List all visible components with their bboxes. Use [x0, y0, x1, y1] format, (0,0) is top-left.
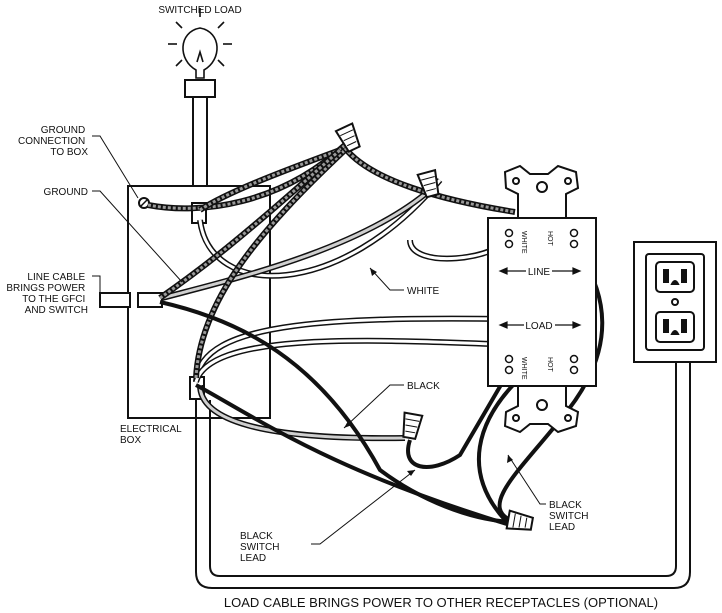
black-wire-label: BLACK — [407, 381, 440, 392]
wire-nut-middle — [416, 168, 440, 199]
receptacle-icon — [633, 241, 717, 363]
line-label: LINE — [528, 267, 551, 278]
leader-lines — [92, 135, 546, 545]
load-label: LOAD — [525, 321, 552, 332]
lamp-base — [184, 79, 216, 98]
load-cable-caption: LOAD CABLE BRINGS POWER TO OTHER RECEPTA… — [224, 595, 658, 610]
gfci-mounting-strap-top — [503, 164, 580, 219]
load-cable — [195, 362, 691, 589]
wire-nut-bottom — [505, 509, 535, 531]
terminal-hot-line: HOT — [546, 231, 553, 247]
wire-nut-top — [334, 122, 361, 153]
white-wire-label: WHITE — [407, 286, 440, 297]
terminal-white-load: WHITE — [520, 357, 527, 380]
line-cable — [99, 292, 163, 308]
black-switch-lead-right-label: BLACK SWITCH LEAD — [549, 500, 591, 533]
line-cable-label: LINE CABLE BRINGS POWER TO THE GFCI AND … — [6, 272, 88, 316]
light-bulb-icon — [168, 8, 232, 79]
ground-wires — [147, 142, 516, 379]
black-switch-lead-left-label: BLACK SWITCH LEAD — [240, 531, 282, 564]
ground-connection-label: GROUND CONNECTION TO BOX — [18, 125, 88, 158]
switched-load-label: SWITCHED LOAD — [158, 5, 241, 16]
leader-arrowheads — [344, 268, 513, 476]
terminal-hot-load: HOT — [546, 357, 553, 373]
terminal-white-line: WHITE — [520, 231, 527, 254]
electrical-box-label: ELECTRICAL BOX — [120, 424, 184, 446]
lamp-cable — [192, 97, 208, 186]
load-arrow — [498, 321, 582, 329]
ground-label: GROUND — [44, 187, 88, 198]
wire-nut-black — [402, 411, 424, 441]
terminal-screws — [504, 228, 579, 375]
gfci-body — [487, 217, 597, 387]
line-arrow — [498, 267, 582, 275]
gfci-mounting-strap-bottom — [503, 385, 580, 434]
